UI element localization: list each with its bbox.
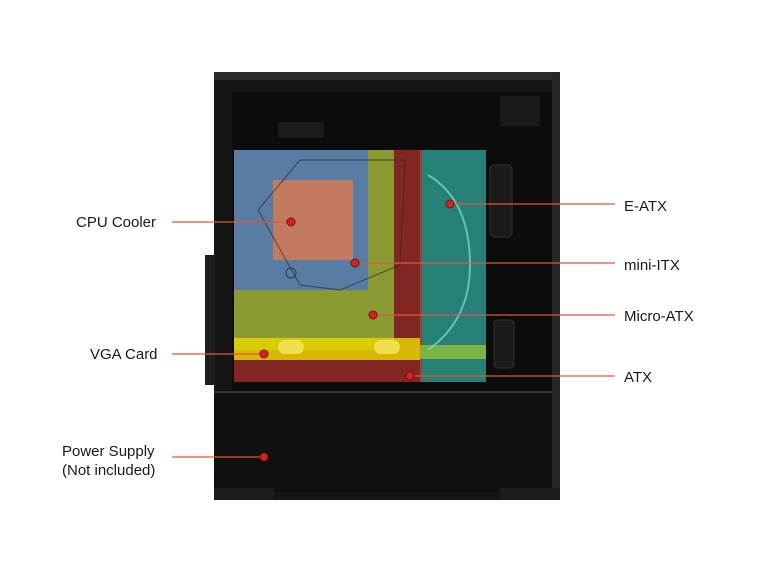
front-fan-outline xyxy=(427,174,472,351)
label-micro-atx: Micro-ATX xyxy=(624,308,694,325)
compatibility-zones xyxy=(234,150,486,382)
case-top-edge xyxy=(214,72,560,80)
case-psu-shroud xyxy=(214,392,552,492)
marker-atx xyxy=(405,371,415,381)
micro-atx-extension xyxy=(420,345,486,359)
vga-slot-oval-2 xyxy=(374,340,400,354)
case-foot-left xyxy=(214,488,274,500)
case-foot-right xyxy=(500,488,560,500)
case-right-edge xyxy=(552,72,560,500)
standoff-marker xyxy=(285,267,297,279)
label-power-supply: Power Supply xyxy=(62,443,155,460)
label-atx: ATX xyxy=(624,369,653,386)
cpu-cooler-zone xyxy=(273,180,353,260)
marker-cpu-cooler xyxy=(286,217,296,227)
marker-mini-itx xyxy=(350,258,360,268)
markers xyxy=(259,199,455,462)
label-e-atx: E-ATX xyxy=(624,198,668,215)
label-mini-itx: mini-ITX xyxy=(624,257,680,274)
marker-vga-card xyxy=(259,349,269,359)
label-power-supply-note: (Not included) xyxy=(62,462,156,479)
marker-micro-atx xyxy=(368,310,378,320)
case-left-panel-strip xyxy=(205,255,215,385)
vga-slot-oval-1 xyxy=(278,340,304,354)
top-fan-bracket xyxy=(500,96,540,126)
rear-slot-2 xyxy=(493,319,515,369)
label-vga-card: VGA Card xyxy=(90,346,158,363)
cpu-cooler-plate-outline xyxy=(257,159,406,291)
label-cpu-cooler: CPU Cooler xyxy=(76,214,157,231)
rear-slot-1 xyxy=(489,164,513,238)
marker-power-supply xyxy=(259,452,269,462)
marker-e-atx xyxy=(445,199,455,209)
e-atx-zone xyxy=(420,150,486,382)
leader-lines xyxy=(172,203,615,458)
top-cutout xyxy=(278,122,324,138)
